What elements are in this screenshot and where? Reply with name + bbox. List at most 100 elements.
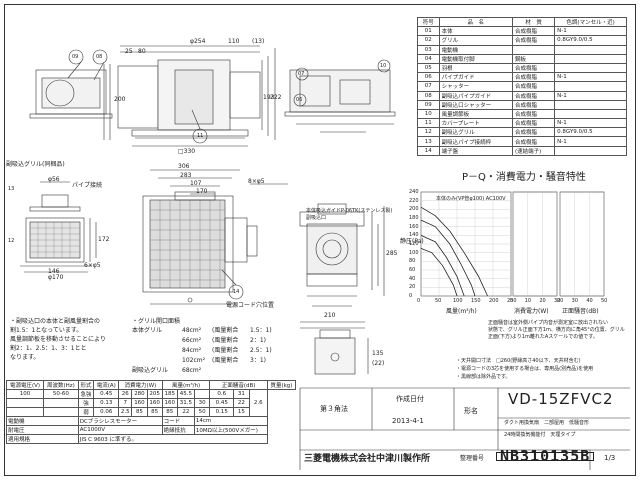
parts-cell: N-1 xyxy=(554,136,627,147)
spec-cell: 160 xyxy=(146,398,163,408)
opening-cell: 本体グリル xyxy=(132,327,163,334)
spec-cell: 22 xyxy=(176,407,195,417)
spec-header: 形式 xyxy=(77,380,95,390)
dim-110: 110 xyxy=(228,38,240,45)
spec-cell xyxy=(43,407,79,417)
parts-header: 材 質 xyxy=(511,16,556,28)
subchart-x-tick: 50 xyxy=(601,298,608,304)
opening-cell: 84cm² xyxy=(182,347,202,354)
subchart-x-tick: 20 xyxy=(539,298,546,304)
ratio-title: ・副吸込口の本体と副風量割合の xyxy=(10,318,101,325)
subchart-x-tick: 30 xyxy=(571,298,579,304)
parts-cell: N-1 xyxy=(554,26,627,37)
spec-header: 周波数(Hz) xyxy=(43,380,79,390)
title-block-lines xyxy=(299,387,630,470)
spec-cell: 45.5 xyxy=(176,389,195,399)
grille-title: 副吸込グリル(同梱品) xyxy=(6,161,65,168)
callout-14: 14 xyxy=(233,289,240,295)
chart-y-tick: 40 xyxy=(409,275,416,282)
parts-cell: 11 xyxy=(417,118,440,129)
spec-header: 消費電力(W) xyxy=(118,380,163,390)
parts-cell: 合成樹脂 xyxy=(511,26,556,37)
parts-cell: 09 xyxy=(417,99,440,110)
chart-x-tick: 100 xyxy=(453,298,463,304)
chart-series-line xyxy=(420,206,488,297)
spec-cell: 強 xyxy=(77,398,95,408)
model-name: VD-15ZFVC2 xyxy=(508,390,614,408)
opening-cell: 3：1) xyxy=(250,357,266,364)
subchart-x-tick: 10 xyxy=(524,298,532,304)
grille-dim-146: 146 xyxy=(48,268,60,275)
parts-cell: 合成樹脂 xyxy=(511,62,556,74)
chart-x-tick: 50 xyxy=(435,298,442,304)
spec-cell: 30 xyxy=(193,398,211,408)
spec-cell: 22 xyxy=(233,398,250,408)
chart-y-tick: 220 xyxy=(409,197,419,204)
spec-extra-cell: AC1000V xyxy=(77,425,163,435)
spec-header-row: 電源電圧(V)周波数(Hz)形式電流(A)消費電力(W)風量(m³/h)正面騒音… xyxy=(5,380,297,390)
dim-25: 25 xyxy=(125,48,133,55)
opening-cell: 66cm² xyxy=(182,337,202,344)
callout-07: 07 xyxy=(298,71,305,77)
opening-cell: 2.5：1) xyxy=(250,347,272,354)
spec-cell xyxy=(193,389,211,399)
grille-view xyxy=(20,181,97,273)
chart-y-tick: 140 xyxy=(409,232,419,239)
parts-cell: 端子盤 xyxy=(438,145,514,156)
parts-cell xyxy=(554,44,627,55)
spec-cell: 31.5 xyxy=(176,398,195,408)
spec-cell: 85 xyxy=(146,407,163,417)
chart-xlabel: 風量(m³/h) xyxy=(446,308,477,315)
parts-cell: 合成樹脂 xyxy=(511,127,556,138)
right-note: 正面騒音は室外側パイプ内音が測定室に放出されない xyxy=(488,320,609,326)
dim-285: 285 xyxy=(386,250,398,257)
parts-cell xyxy=(554,145,627,156)
spec-cell: 280 xyxy=(131,389,148,399)
form-label: 形名 xyxy=(464,407,478,415)
parts-cell: 13 xyxy=(417,136,440,147)
chart-power-label: 消費電力(W) xyxy=(514,308,549,315)
parts-cell xyxy=(511,44,556,55)
parts-header: 色調(マンセル・近) xyxy=(554,16,627,28)
parts-cell: パイプガイド xyxy=(438,72,514,83)
chart-legend-note: 本体のみ(VP管φ100) AC100V xyxy=(436,196,506,202)
grille-pipe-label: パイプ接続 xyxy=(72,182,103,189)
opening-title: ・グリル開口面積 xyxy=(132,318,181,325)
chart-series-line xyxy=(420,234,465,297)
dim-170: 170 xyxy=(196,188,208,195)
spec-extra-cell: JIS C 9603 に準ずる。 xyxy=(77,434,268,444)
spec-cell: 7 xyxy=(118,398,133,408)
spec-header: 電源電圧(V) xyxy=(5,380,45,390)
parts-cell: 14 xyxy=(417,145,440,156)
subchart-x-tick: 30 xyxy=(554,298,561,304)
spec-cell: 26 xyxy=(118,389,133,399)
chart-noise-label: 正面騒音(dB) xyxy=(562,308,599,315)
parts-cell: 合成樹脂 xyxy=(511,136,556,147)
grille-dim-172: 172 xyxy=(98,236,110,243)
front-view xyxy=(29,45,276,147)
parts-cell: 合成樹脂 xyxy=(511,81,556,92)
parts-cell: 0.8GY9.0/0.5 xyxy=(554,35,627,46)
parts-cell xyxy=(554,62,627,74)
callout-10: 10 xyxy=(380,63,387,69)
spec-header: 風量(m³/h) xyxy=(161,380,211,390)
opening-cell: (風量割合 xyxy=(212,347,239,354)
opening-cell: 2：1) xyxy=(250,337,266,344)
ratio-line: 割2：1、2.5：1、3：1とと xyxy=(10,345,87,352)
guide-note: 本体吸込ガイドP-06TK(ステンレス製) xyxy=(306,208,393,214)
chart-y-tick: 60 xyxy=(409,267,416,273)
parts-cell: グリル xyxy=(438,35,514,46)
chart-series-line xyxy=(420,247,458,297)
dim-phi254: φ254 xyxy=(190,38,206,45)
spec-extra-cell: コード xyxy=(161,416,195,426)
opening-cell: (風量割合 xyxy=(212,337,239,344)
parts-cell: 02 xyxy=(417,35,440,46)
chart-x-tick: 150 xyxy=(471,298,481,304)
chart-y-tick: 160 xyxy=(409,223,419,230)
spec-cell: 0.45 xyxy=(93,389,120,399)
